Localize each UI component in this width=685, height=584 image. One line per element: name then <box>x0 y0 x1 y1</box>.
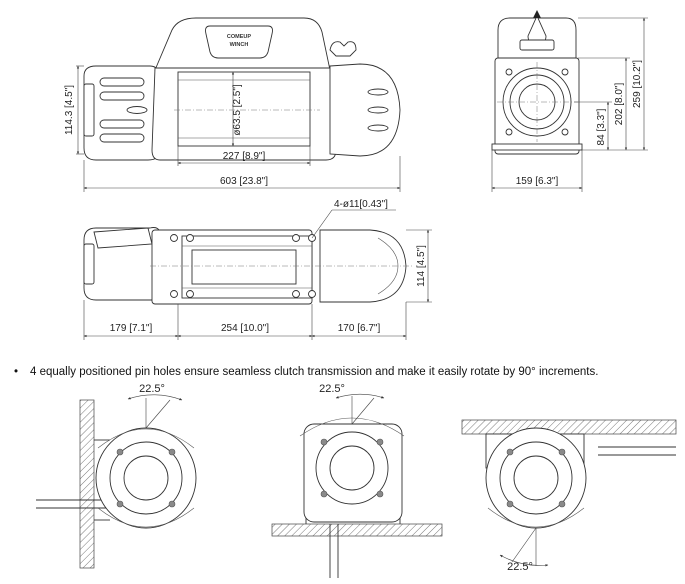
clutch-handle <box>329 41 357 57</box>
dim-top-mid: 254 [10.0"] <box>221 323 269 334</box>
dim-top-left: 179 [7.1"] <box>110 323 153 334</box>
drum <box>177 71 311 147</box>
brand-plate <box>205 25 273 59</box>
dim-overall-length: 603 [23.8"] <box>220 176 268 187</box>
rotation-angle-2: 22.5° <box>319 383 345 395</box>
rotation-angle-3: 22.5° <box>507 561 533 573</box>
rotation-view-wall: 22.5° <box>36 383 197 569</box>
dim-front-height: 114.3 [4.5"] <box>64 85 75 135</box>
ceiling-mount <box>461 419 677 435</box>
motor-endcap <box>83 83 95 137</box>
gearbox-housing <box>329 63 401 157</box>
dim-drum-diameter: ø63.5 [2.5"] <box>232 84 243 136</box>
dim-side-259: 259 [10.2"] <box>632 60 643 108</box>
brand-line2: WINCH <box>230 42 249 48</box>
dim-top-height: 114 [4.5"] <box>416 245 427 287</box>
rotation-view-ceiling: 22.5° <box>461 419 677 573</box>
note: • 4 equally positioned pin holes ensure … <box>14 366 598 378</box>
rotation-view-floor: 22.5° <box>271 383 443 578</box>
note-bullet: • <box>14 366 18 378</box>
dim-top-right: 170 [6.7"] <box>338 323 381 334</box>
rotation-angle-1: 22.5° <box>139 383 165 395</box>
dim-side-center: 84 [3.3"] <box>596 108 607 145</box>
top-view: 4-ø11[0.43"] 114 [4.5"] 179 [7.1"] 254 [… <box>83 199 432 340</box>
front-view: COMEUP WINCH 114.3 [4.5"] ø63.5 [2.5"] 2… <box>64 17 401 192</box>
dim-drum-length: 227 [8.9"] <box>223 151 266 162</box>
note-text: 4 equally positioned pin holes ensure se… <box>30 366 598 378</box>
brand-line1: COMEUP <box>227 34 251 40</box>
side-view: 159 [6.3"] 84 [3.3"] 202 [8.0"] 259 [10.… <box>491 10 648 192</box>
dim-side-width: 159 [6.3"] <box>516 176 559 187</box>
floor-mount <box>271 523 443 537</box>
wall-mount <box>79 399 95 569</box>
dim-side-202: 202 [8.0"] <box>614 83 625 126</box>
dim-pin-holes: 4-ø11[0.43"] <box>334 199 388 210</box>
